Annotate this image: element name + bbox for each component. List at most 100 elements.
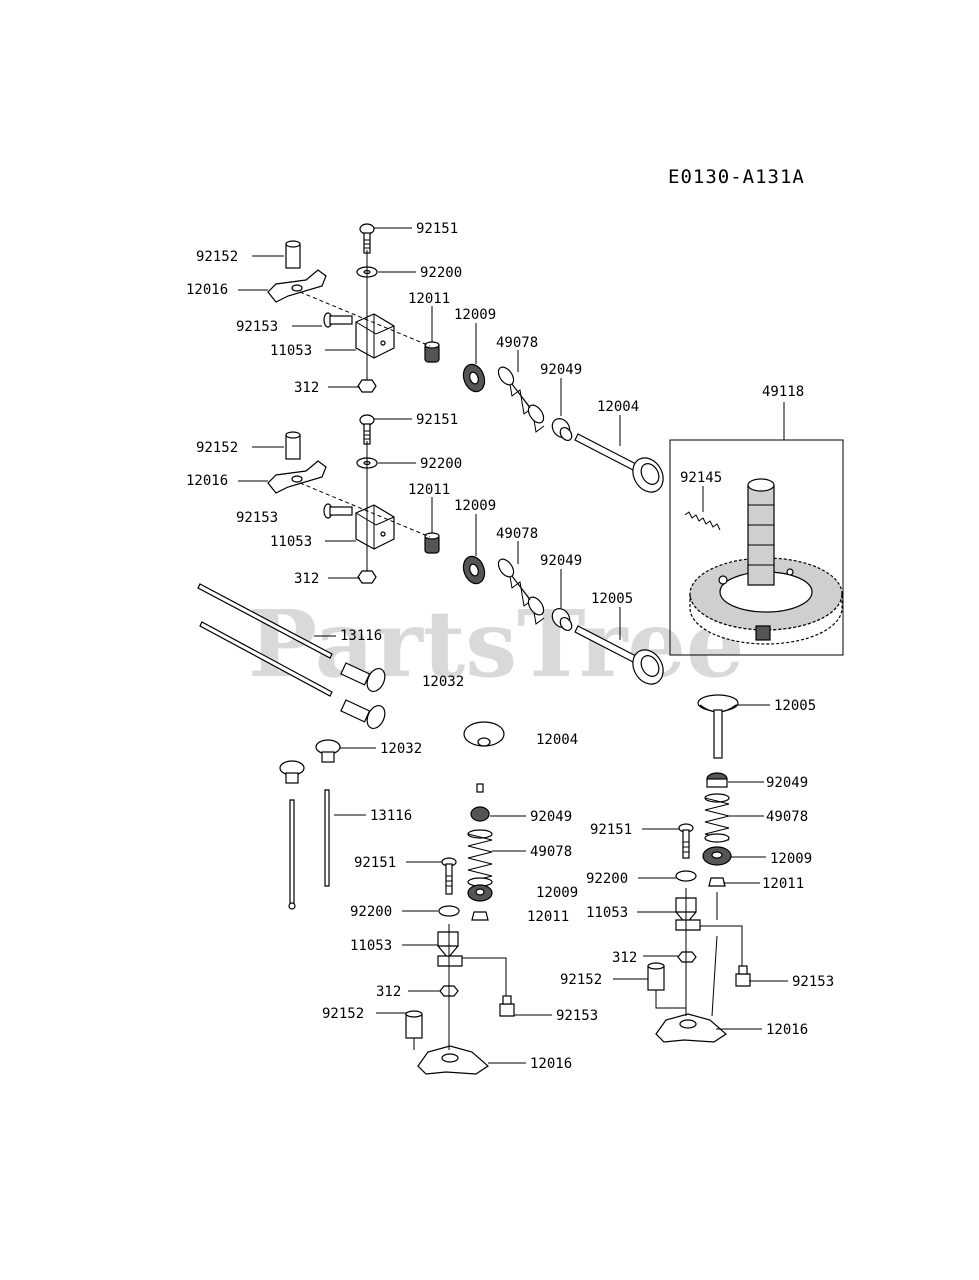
spring-49078-c: [467, 829, 493, 887]
label-12016-d: 12016: [530, 1056, 572, 1072]
label-12005-b: 12005: [774, 698, 816, 714]
camshaft-box-49118: [669, 402, 844, 656]
label-12032-a: 12032: [422, 674, 464, 690]
nut-12011-b: [424, 532, 440, 554]
nut-12011-d: [708, 877, 726, 887]
label-12011-a: 12011: [408, 291, 450, 307]
rocker-assembly-middle: [267, 414, 440, 584]
valve-12004-a: [574, 433, 664, 493]
label-49118: 49118: [762, 384, 804, 400]
label-49078-b: 49078: [496, 526, 538, 542]
diagram-code: E0130-A131A: [668, 166, 805, 188]
label-12016-c: 12016: [766, 1022, 808, 1038]
label-92151-d: 92151: [354, 855, 396, 871]
collar-92152-a: [285, 240, 301, 269]
pushrod-13116-a: [197, 583, 333, 659]
nut-12011-a: [424, 341, 440, 363]
pushrods-upper: [197, 583, 386, 729]
valve-train-upper: [462, 363, 664, 493]
washer-92200-c: [438, 905, 460, 917]
label-12011-b: 12011: [408, 482, 450, 498]
label-49078-d: 49078: [530, 844, 572, 860]
label-12016-b: 12016: [186, 473, 228, 489]
nut-312-b: [357, 570, 377, 584]
label-312-a: 312: [294, 380, 319, 396]
label-92145: 92145: [680, 470, 722, 486]
retainer-12009-a: [462, 363, 486, 393]
bolt-92151-c: [441, 857, 457, 895]
bolt-92151-b: [359, 414, 375, 445]
bolt-92151-d: [678, 823, 694, 859]
label-12004-a: 12004: [597, 399, 639, 415]
nut-12011-c: [471, 911, 489, 921]
retainer-12009-b: [462, 555, 486, 585]
cap-12004: [463, 721, 505, 747]
label-12016-a: 12016: [186, 282, 228, 298]
label-92049-a: 92049: [540, 362, 582, 378]
collar-92152-d: [647, 962, 665, 991]
nut-312-d: [677, 951, 697, 963]
seal-92049-d: [706, 772, 728, 788]
label-11053-d: 11053: [350, 938, 392, 954]
part-labels: 92151 92152 92200 12016 12011 12009 9215…: [186, 221, 834, 1072]
label-92049-c: 92049: [766, 775, 808, 791]
pin-92153-d: [735, 965, 751, 987]
pin-92153-c: [499, 995, 515, 1017]
seal-92049-b: [551, 608, 573, 632]
valve-12005-b: [697, 694, 739, 759]
label-92200-c: 92200: [586, 871, 628, 887]
label-49078-c: 49078: [766, 809, 808, 825]
valve-train-middle: [462, 555, 664, 685]
label-13116-a: 13116: [340, 628, 382, 644]
nut-312-a: [357, 379, 377, 393]
lifter-12032-b: [340, 699, 386, 729]
label-92200-b: 92200: [420, 456, 462, 472]
rocker-arm-12016-d: [655, 1013, 727, 1043]
keeper-left: [476, 783, 484, 793]
seal-92049-c: [470, 806, 490, 822]
label-92153-c: 92153: [792, 974, 834, 990]
lifter-12032-c: [315, 739, 341, 763]
label-92152-a: 92152: [196, 249, 238, 265]
rocker-assembly-upper: [267, 223, 440, 393]
pivot-bracket-d: [675, 919, 701, 931]
label-92153-a: 92153: [236, 319, 278, 335]
label-11053-c: 11053: [586, 905, 628, 921]
spring-49078-d: [704, 793, 730, 843]
label-92049-b: 92049: [540, 553, 582, 569]
spring-49078-a: [497, 366, 545, 433]
label-92200-a: 92200: [420, 265, 462, 281]
rocker-arm-12016-c: [417, 1045, 489, 1075]
pivot-bracket-c: [437, 955, 463, 967]
label-312-d: 312: [376, 984, 401, 1000]
label-12009-c: 12009: [770, 851, 812, 867]
label-92152-b: 92152: [196, 440, 238, 456]
leader-lines: [238, 227, 788, 1064]
label-92151-b: 92151: [416, 412, 458, 428]
pushrod-13116-b: [199, 621, 333, 697]
label-92153-b: 92153: [236, 510, 278, 526]
label-92152-d: 92152: [322, 1006, 364, 1022]
lifter-12032-d: [279, 760, 305, 784]
label-312-b: 312: [294, 571, 319, 587]
label-312-c: 312: [612, 950, 637, 966]
label-13116-b: 13116: [370, 808, 412, 824]
label-12011-c: 12011: [762, 876, 804, 892]
spring-49078-b: [497, 558, 545, 625]
label-92151-c: 92151: [590, 822, 632, 838]
label-49078-a: 49078: [496, 335, 538, 351]
pin-92153-b: [323, 503, 353, 519]
label-11053-b: 11053: [270, 534, 312, 550]
label-12011-d: 12011: [527, 909, 569, 925]
label-92049-d: 92049: [530, 809, 572, 825]
bolt-92151-a: [359, 223, 375, 254]
label-11053-a: 11053: [270, 343, 312, 359]
label-12032-b: 12032: [380, 741, 422, 757]
label-12004-b: 12004: [536, 732, 578, 748]
label-12009-a: 12009: [454, 307, 496, 323]
pushrod-13116-d: [289, 799, 295, 905]
valve-train-lower-left: [279, 739, 515, 1075]
label-12009-b: 12009: [454, 498, 496, 514]
pivot-11053-c: [437, 931, 459, 959]
